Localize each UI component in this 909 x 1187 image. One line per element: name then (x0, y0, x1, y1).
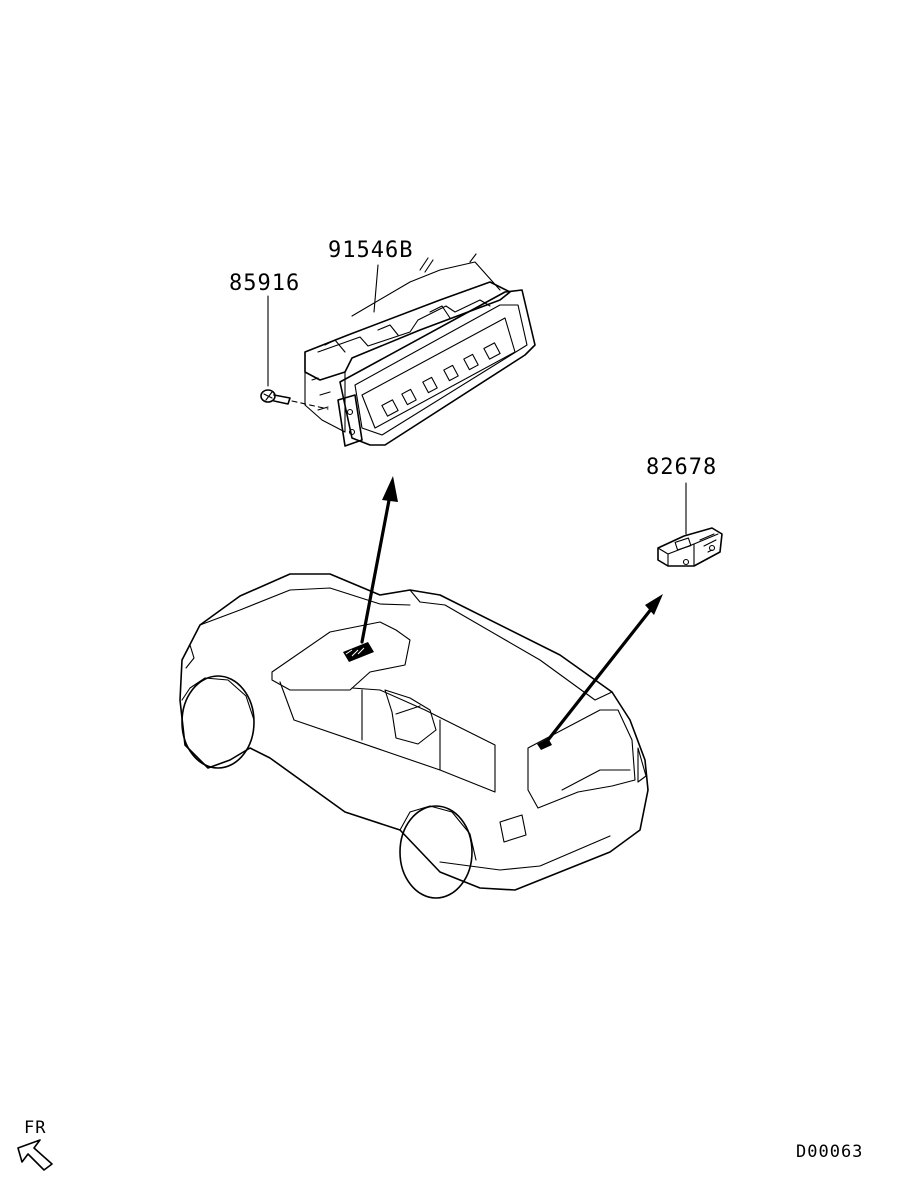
switch-location-marker (537, 738, 552, 750)
panel-location-marker (343, 642, 374, 662)
control-panel-assembly[interactable] (304, 253, 536, 447)
front-direction-label: FR (24, 1118, 46, 1138)
vehicle-outline (179, 573, 649, 899)
part-label-82678[interactable]: 82678 (646, 455, 717, 480)
locator-arrow-panel (360, 493, 392, 644)
leader-line-91546B (373, 264, 379, 313)
arrowhead-icon (645, 594, 663, 615)
locator-arrow-switch (546, 606, 654, 742)
part-label-91546B[interactable]: 91546B (328, 238, 413, 263)
front-arrow-icon (17, 1139, 53, 1171)
arrowhead-icon (382, 476, 398, 502)
switch-82678[interactable] (657, 527, 723, 567)
part-label-85916[interactable]: 85916 (229, 271, 300, 296)
diagram-code: D00063 (796, 1142, 863, 1162)
screw-85916[interactable] (260, 389, 329, 410)
